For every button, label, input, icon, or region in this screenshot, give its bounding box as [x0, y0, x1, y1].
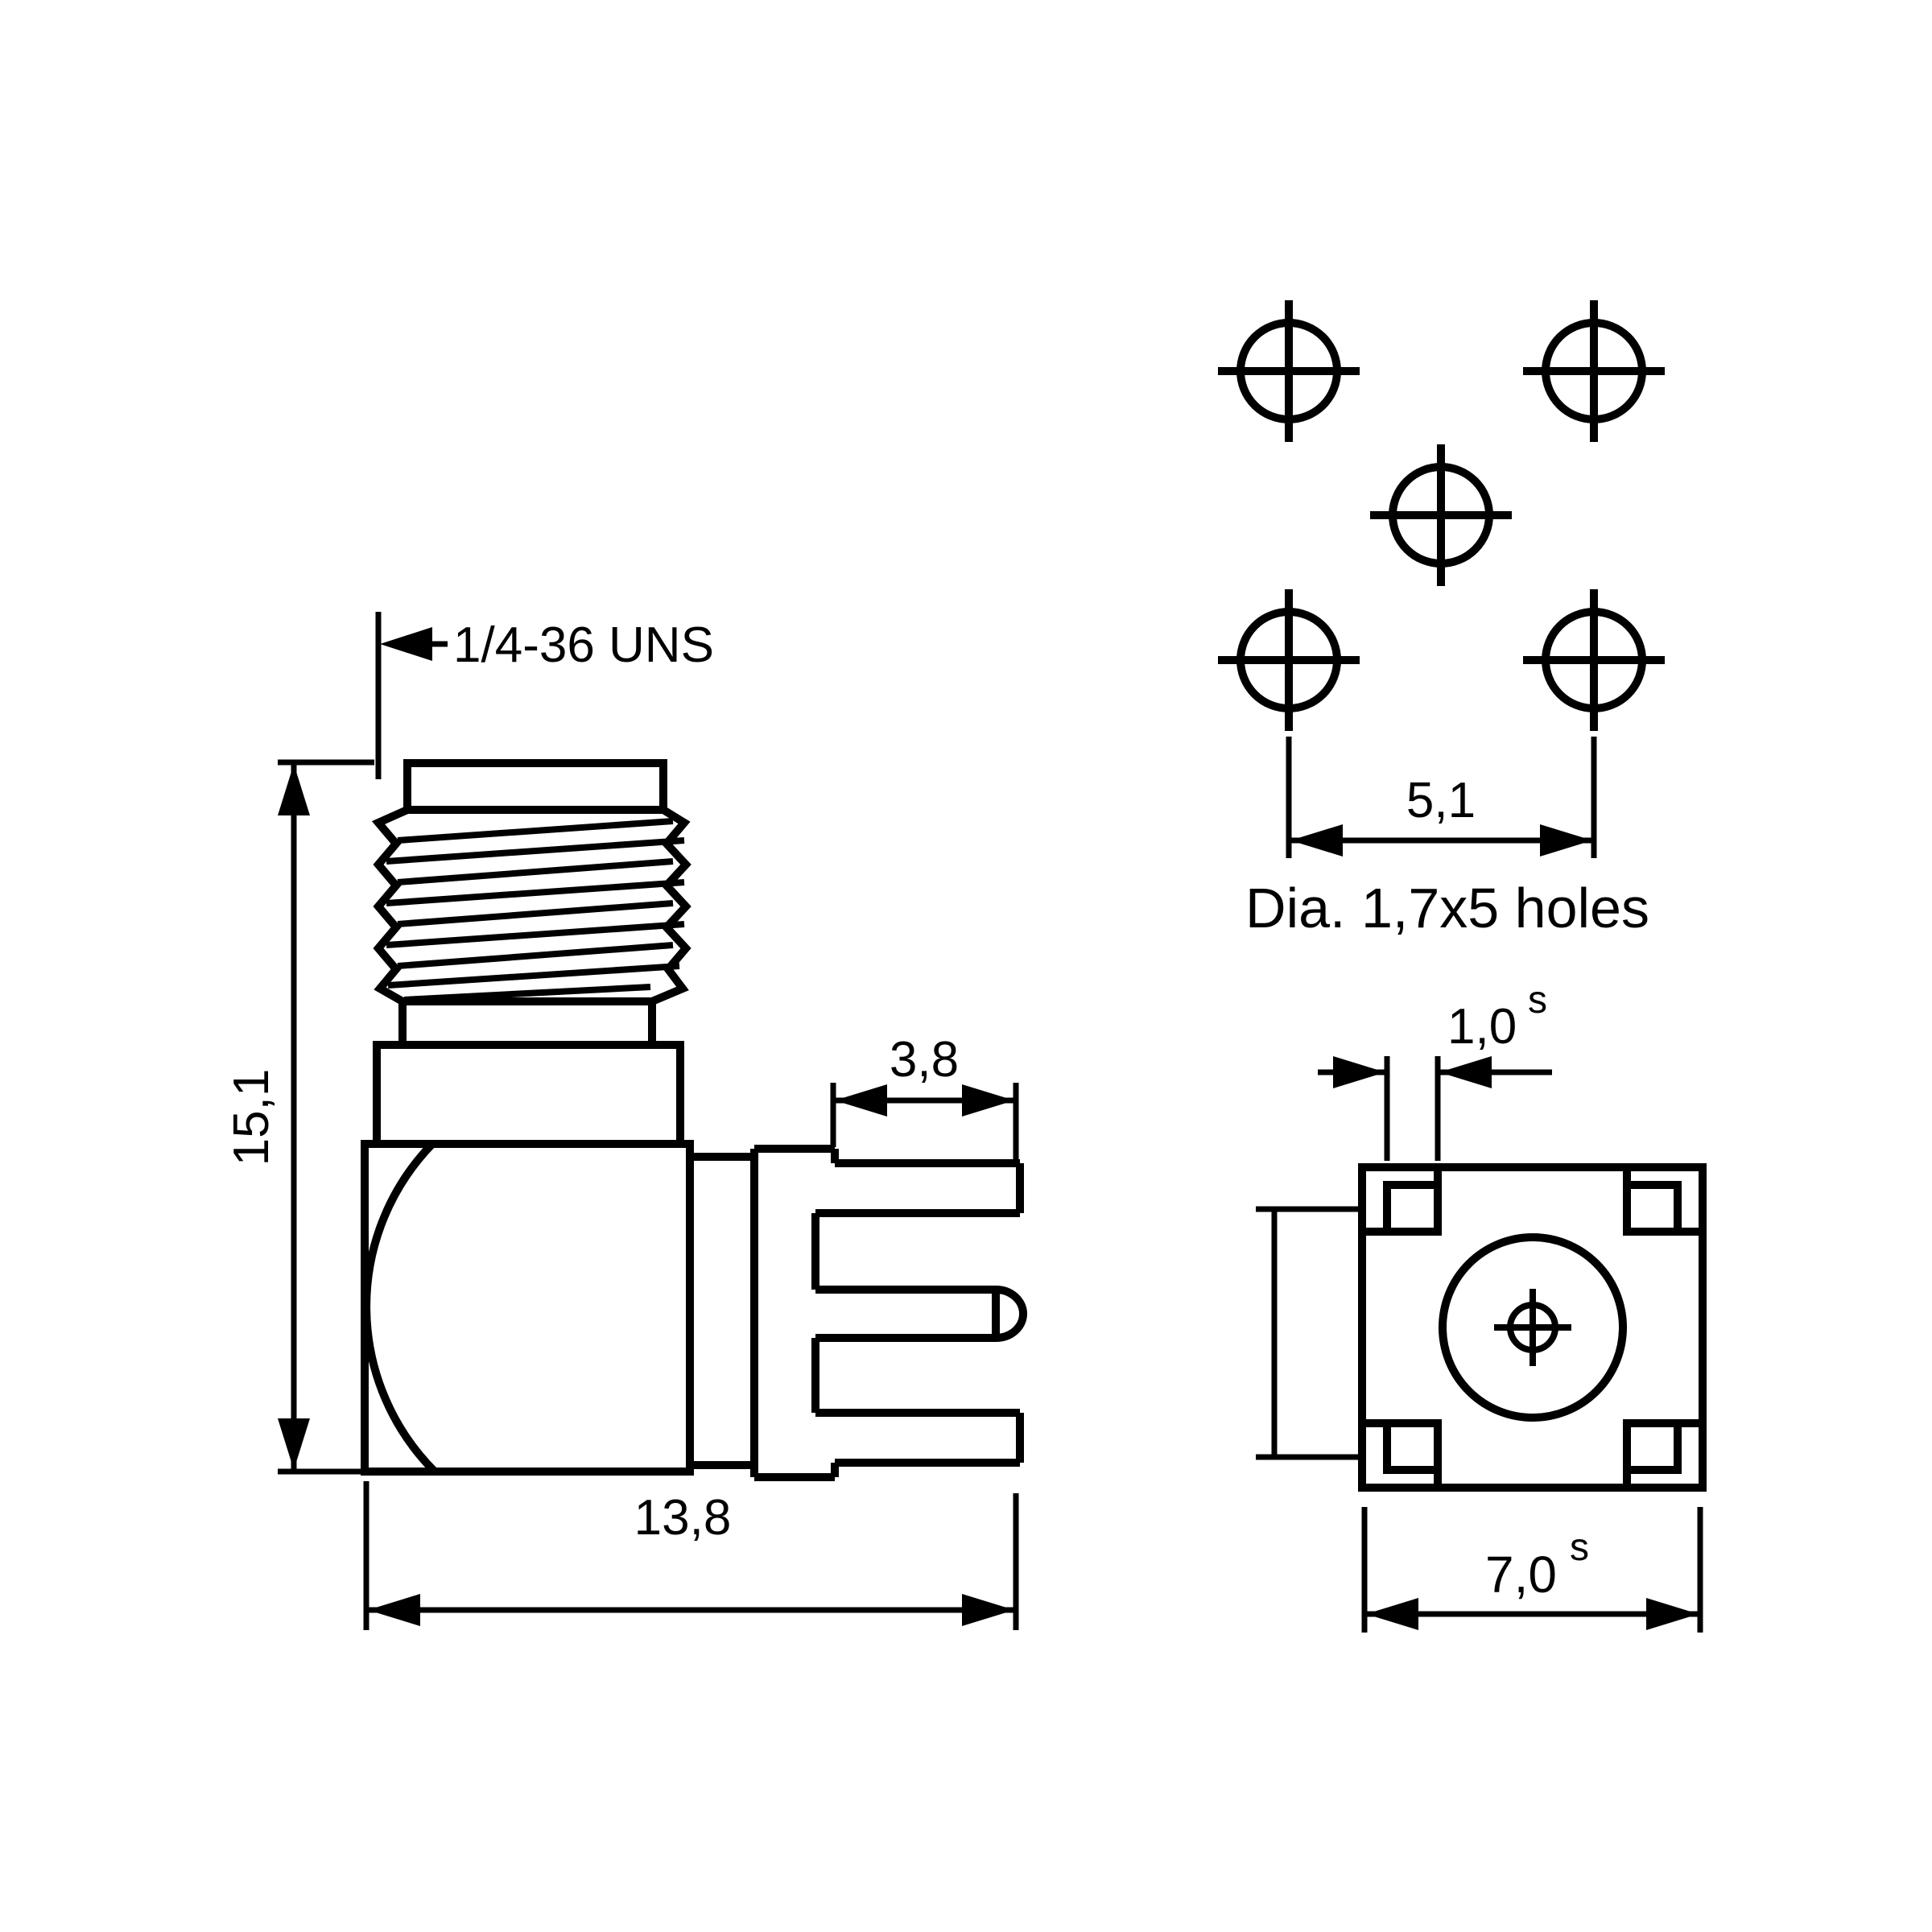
arrowhead-right-icon [962, 1084, 1014, 1117]
hole-spacing-label: 5,1 [1406, 773, 1476, 828]
hole-crosshair-icon [1523, 300, 1665, 442]
top-leg [815, 1159, 1024, 1217]
hole-crosshair-icon [1523, 589, 1665, 731]
side-view: 1/4-36 UNS 15,1 3,8 13,8 [224, 612, 1027, 1630]
dim-body-size: 7,0 s [1361, 1507, 1703, 1633]
dim-thread-spec: 1/4-36 UNS [375, 612, 714, 779]
pad-width-label: 1,0 [1447, 999, 1517, 1055]
arrowhead-left-icon [1439, 1056, 1492, 1088]
connector-barrel-circle [1439, 1233, 1627, 1422]
dim-height: 15,1 [224, 759, 374, 1475]
thread-crest-lines [386, 818, 685, 1003]
hole-crosshair-icon [1370, 444, 1512, 586]
rear-neck [690, 1153, 754, 1469]
arrowhead-right-icon [962, 1594, 1014, 1626]
body-block [361, 1140, 694, 1476]
thread-neck [398, 997, 656, 1049]
arrowhead-left-icon [835, 1084, 887, 1117]
arrowhead-left-icon [380, 627, 432, 661]
holes-note-label: Dia. 1,7x5 holes [1245, 877, 1649, 939]
depth-label: 13,8 [634, 1490, 732, 1546]
arrowhead-left-icon [1290, 824, 1343, 857]
center-pin-crosshair-icon [1494, 1289, 1571, 1366]
coupling-cap [403, 759, 667, 814]
hole-crosshair-icon [1218, 300, 1360, 442]
corner-pad-bottom-right [1623, 1419, 1707, 1492]
arrowhead-down-icon [278, 1418, 310, 1470]
collar [373, 1041, 684, 1148]
arrowhead-left-icon [368, 1594, 420, 1626]
height-label: 15,1 [224, 1069, 279, 1166]
bottom-leg [815, 1409, 1024, 1467]
body-size-label: 7,0 [1485, 1546, 1557, 1604]
corner-pad-top-right [1623, 1163, 1707, 1236]
end-view: 1,0 s 7,0 s [1256, 979, 1707, 1633]
arrowhead-up-icon [278, 764, 310, 815]
thread-spec-label: 1/4-36 UNS [453, 617, 714, 673]
thread-right-profile [650, 806, 691, 1005]
dim-hole-spacing: 5,1 [1286, 737, 1597, 858]
body-outline [1358, 1163, 1707, 1492]
thread-section [371, 806, 691, 1005]
corner-pad-bottom-left [1358, 1419, 1442, 1492]
arrowhead-left-icon [1366, 1598, 1418, 1630]
pad-width-suffix: s [1528, 979, 1547, 1022]
dim-pad-width: 1,0 s [1318, 979, 1552, 1161]
arrowhead-right-icon [1540, 824, 1592, 857]
hole-pattern-view: 5,1 Dia. 1,7x5 holes [1218, 300, 1665, 939]
corner-pad-top-left [1358, 1163, 1442, 1236]
arrowhead-right-icon [1646, 1598, 1699, 1630]
hole-crosshair-icon [1218, 589, 1360, 731]
leg-length-label: 3,8 [890, 1032, 959, 1088]
thread-left-profile [371, 806, 410, 1005]
side-reference-bracket [1256, 1206, 1360, 1460]
arrowhead-right-icon [1333, 1056, 1385, 1088]
pin-rounded-tip [995, 1286, 1027, 1342]
body-size-suffix: s [1570, 1526, 1589, 1569]
center-pin [815, 1286, 1027, 1342]
dim-leg-length: 3,8 [830, 1032, 1019, 1159]
pcb-flange [750, 1145, 839, 1481]
dim-depth: 13,8 [363, 1481, 1019, 1630]
bend-arc [362, 1141, 438, 1475]
